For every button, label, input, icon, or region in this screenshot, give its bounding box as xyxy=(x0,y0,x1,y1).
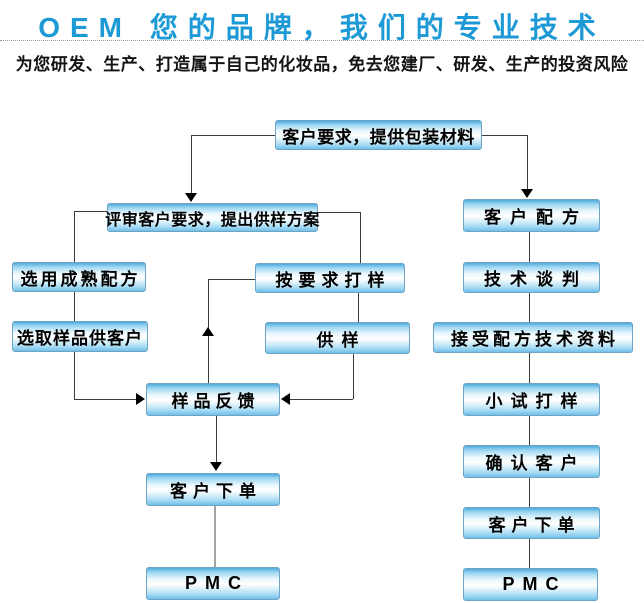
dotted-divider xyxy=(0,40,644,41)
flow-node-trial-sample: 小试打样 xyxy=(463,383,600,416)
connector-line xyxy=(74,352,75,399)
arrow-right-icon xyxy=(136,393,145,405)
connector-line xyxy=(482,135,527,136)
flow-node-sample-on-request: 按要求打样 xyxy=(255,263,405,293)
arrow-down-icon xyxy=(185,193,197,202)
connector-line xyxy=(358,293,359,322)
connector-line xyxy=(191,135,192,193)
flow-node-pmc-right: PMC xyxy=(463,568,598,601)
connector-line xyxy=(529,478,530,507)
flow-node-review: 评审客户要求，提出供样方案 xyxy=(105,203,319,232)
connector-line xyxy=(208,279,255,280)
flow-node-provide-sample: 供样 xyxy=(265,322,410,354)
connector-line xyxy=(529,539,530,568)
flow-node-packaging: 客户要求，提供包装材料 xyxy=(275,120,482,150)
connector-line xyxy=(74,211,75,262)
page-title: OEM 您的品牌，我们的专业技术 xyxy=(38,12,606,43)
flow-node-customer-order-left: 客户下单 xyxy=(146,473,280,506)
connector-line xyxy=(353,354,354,399)
connector-line xyxy=(74,211,107,212)
flow-node-customer-order-right: 客户下单 xyxy=(463,507,600,539)
connector-line xyxy=(216,416,217,462)
connector-line xyxy=(214,506,216,567)
connector-line xyxy=(290,399,353,400)
flow-node-mature-formula: 选用成熟配方 xyxy=(12,262,146,292)
arrow-left-icon xyxy=(281,393,290,405)
connector-line xyxy=(74,399,136,400)
connector-line xyxy=(529,293,530,322)
connector-line xyxy=(317,212,360,213)
connector-line xyxy=(74,292,75,321)
flow-node-customer-formula: 客户配方 xyxy=(463,199,600,232)
flow-node-sample-feedback: 样品反馈 xyxy=(146,383,280,416)
connector-line xyxy=(529,416,530,445)
arrow-down-icon xyxy=(210,462,222,471)
connector-line xyxy=(529,232,530,262)
connector-line xyxy=(360,212,361,263)
flow-node-confirm-customer: 确认客户 xyxy=(463,445,600,478)
connector-line xyxy=(527,135,528,189)
flow-node-select-samples: 选取样品供客户 xyxy=(12,321,148,352)
flow-node-tech-negotiation: 技术谈判 xyxy=(463,262,600,293)
flow-node-receive-formula-docs: 接受配方技术资料 xyxy=(433,322,633,353)
flow-node-pmc-left: PMC xyxy=(146,567,280,600)
page-subtitle: 为您研发、生产、打造属于自己的化妆品，免去您建厂、研发、生产的投资风险 xyxy=(15,55,629,74)
arrow-down-icon xyxy=(521,189,533,198)
connector-line xyxy=(529,353,530,383)
arrow-up-icon xyxy=(202,327,214,336)
connector-line xyxy=(191,135,275,136)
